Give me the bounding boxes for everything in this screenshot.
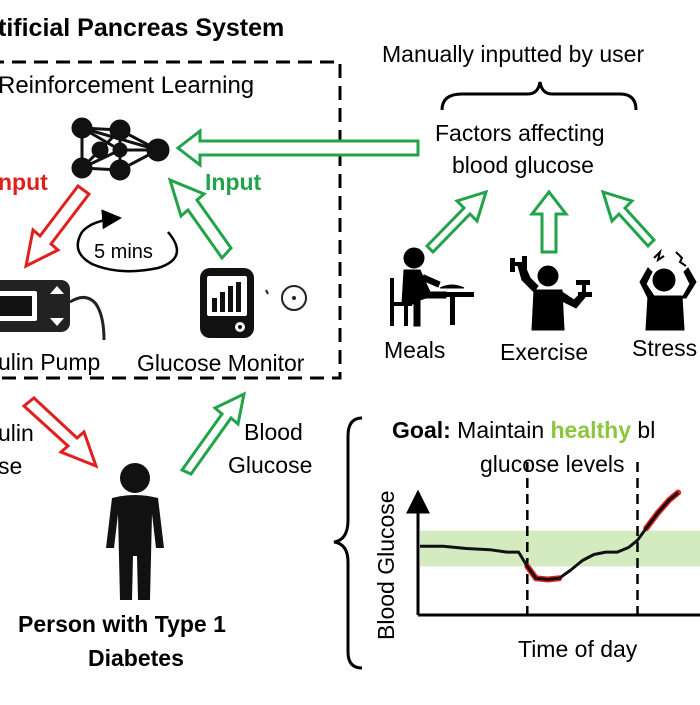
y-axis-label: Blood Glucose: [373, 490, 399, 640]
person-icon: [106, 463, 164, 600]
title: tificial Pancreas System: [0, 14, 284, 42]
meals-icon: [390, 247, 474, 327]
input-right-label: Input: [205, 169, 262, 195]
insulin-pump-icon: [0, 280, 106, 341]
manual-input-label: Manually inputted by user: [382, 41, 644, 67]
person-line-1: Person with Type 1: [18, 611, 226, 637]
exercise-label: Exercise: [500, 339, 588, 365]
glucose-sensor-icon: [265, 285, 307, 311]
glucose-monitor-label: Glucose Monitor: [137, 350, 305, 376]
exercise-arrow: [528, 189, 570, 254]
meals-arrow: [424, 189, 489, 255]
goal-line-1: Goal: Maintain healthy bl: [392, 417, 655, 443]
insulin-pump-label: ulin Pump: [0, 349, 100, 375]
stress-arrow: [600, 189, 657, 249]
blood-glucose-line-1: Blood: [244, 419, 303, 445]
factors-line-2: blood glucose: [452, 152, 594, 178]
insulin-dose-line-2: se: [0, 453, 22, 479]
pump-to-person-arrow: [21, 396, 99, 469]
goal-curly-brace: [333, 416, 363, 670]
rl-to-pump-arrow: [23, 183, 92, 269]
factors-to-rl-arrow: [175, 127, 420, 169]
input-left-label: nput: [0, 169, 48, 195]
person-line-2: Diabetes: [88, 645, 184, 671]
blood-glucose-line-2: Glucose: [228, 452, 312, 478]
loop-label: 5 mins: [94, 241, 153, 263]
insulin-dose-line-1: ulin: [0, 420, 34, 446]
blood-glucose-chart: Blood Glucose Time of day: [373, 462, 700, 662]
goal-line-2: glucose levels: [480, 451, 624, 477]
loop-arrow: [76, 209, 179, 273]
stress-label: Stress: [632, 335, 697, 361]
glucose-monitor-icon: [200, 268, 254, 338]
person-to-monitor-arrow: [179, 391, 247, 476]
stress-icon: [639, 248, 697, 331]
x-axis-label: Time of day: [518, 636, 638, 662]
rl-dashed-box: [0, 60, 342, 380]
rl-box-label: Reinforcement Learning: [0, 72, 254, 99]
factors-line-1: Factors affecting: [435, 120, 605, 146]
glucose-series-line: [420, 491, 680, 581]
neural-network-icon: [71, 117, 170, 181]
monitor-to-rl-arrow: [167, 177, 233, 261]
manual-input-bracket: [440, 81, 638, 111]
meals-label: Meals: [384, 337, 445, 363]
exercise-icon: [510, 256, 592, 331]
